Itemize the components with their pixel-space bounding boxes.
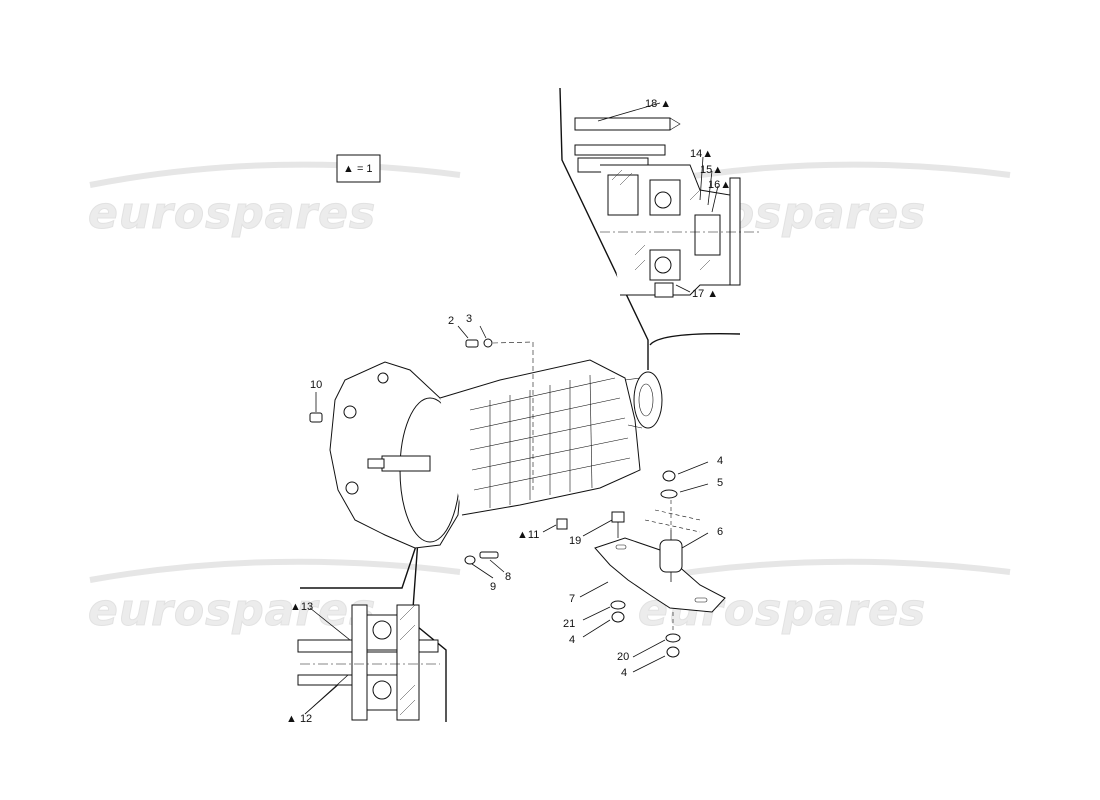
callout-4-top: 4 (717, 455, 723, 467)
bolt-2 (465, 339, 479, 348)
callout-18: 18 ▲ (645, 98, 671, 110)
callout-9: 9 (490, 581, 496, 593)
nut-4-mid (611, 611, 625, 623)
callout-6: 6 (717, 526, 723, 538)
callout-7: 7 (569, 593, 575, 605)
bolt-19 (611, 511, 625, 523)
callout-12: ▲ 12 (286, 713, 312, 725)
callout-21: 21 (563, 618, 575, 630)
watermark-bottom-left: eurospares (88, 585, 376, 636)
dowel-10 (309, 412, 323, 423)
callout-11: ▲11 (517, 529, 539, 541)
callout-13: ▲13 (290, 601, 313, 613)
callouts: 2 3 10 4 5 6 ▲11 19 9 8 7 21 4 20 4 18 ▲… (286, 98, 731, 725)
callout-20: 20 (617, 651, 629, 663)
washer-9 (464, 555, 476, 565)
watermark-bottom-right: eurospares (638, 585, 926, 636)
callout-5: 5 (717, 477, 723, 489)
callout-4-bottom: 4 (621, 667, 627, 679)
callout-15: 15▲ (700, 164, 723, 176)
nut-4-bottom (666, 646, 680, 658)
washer-5 (660, 489, 678, 499)
watermark-top-left: eurospares (88, 188, 376, 239)
legend: ▲ = 1 (336, 154, 381, 183)
legend-box (336, 154, 381, 183)
gearbox-housing (329, 341, 663, 549)
leader-lines (304, 102, 719, 715)
bracket-7 (594, 537, 726, 613)
callout-2: 2 (448, 315, 454, 327)
callout-16: 16▲ (708, 179, 731, 191)
callout-10: 10 (310, 379, 322, 391)
callout-19: 19 (569, 535, 581, 547)
washer-21 (610, 600, 626, 610)
detail-lower-left (297, 539, 447, 722)
legend-text: ▲ = 1 (343, 163, 373, 175)
callout-17: 17 ▲ (692, 288, 718, 300)
rubber-mount-6 (659, 539, 683, 573)
callout-8: 8 (505, 571, 511, 583)
small-parts (309, 338, 726, 658)
detail-upper-right (559, 87, 760, 370)
callout-3: 3 (466, 313, 472, 325)
bolt-8 (479, 551, 499, 559)
nut-4-top (662, 470, 676, 482)
plug-11 (556, 518, 568, 530)
washer-3 (483, 338, 493, 348)
callout-14: 14▲ (690, 148, 713, 160)
washer-20 (665, 633, 681, 643)
callout-4-mid: 4 (569, 634, 575, 646)
